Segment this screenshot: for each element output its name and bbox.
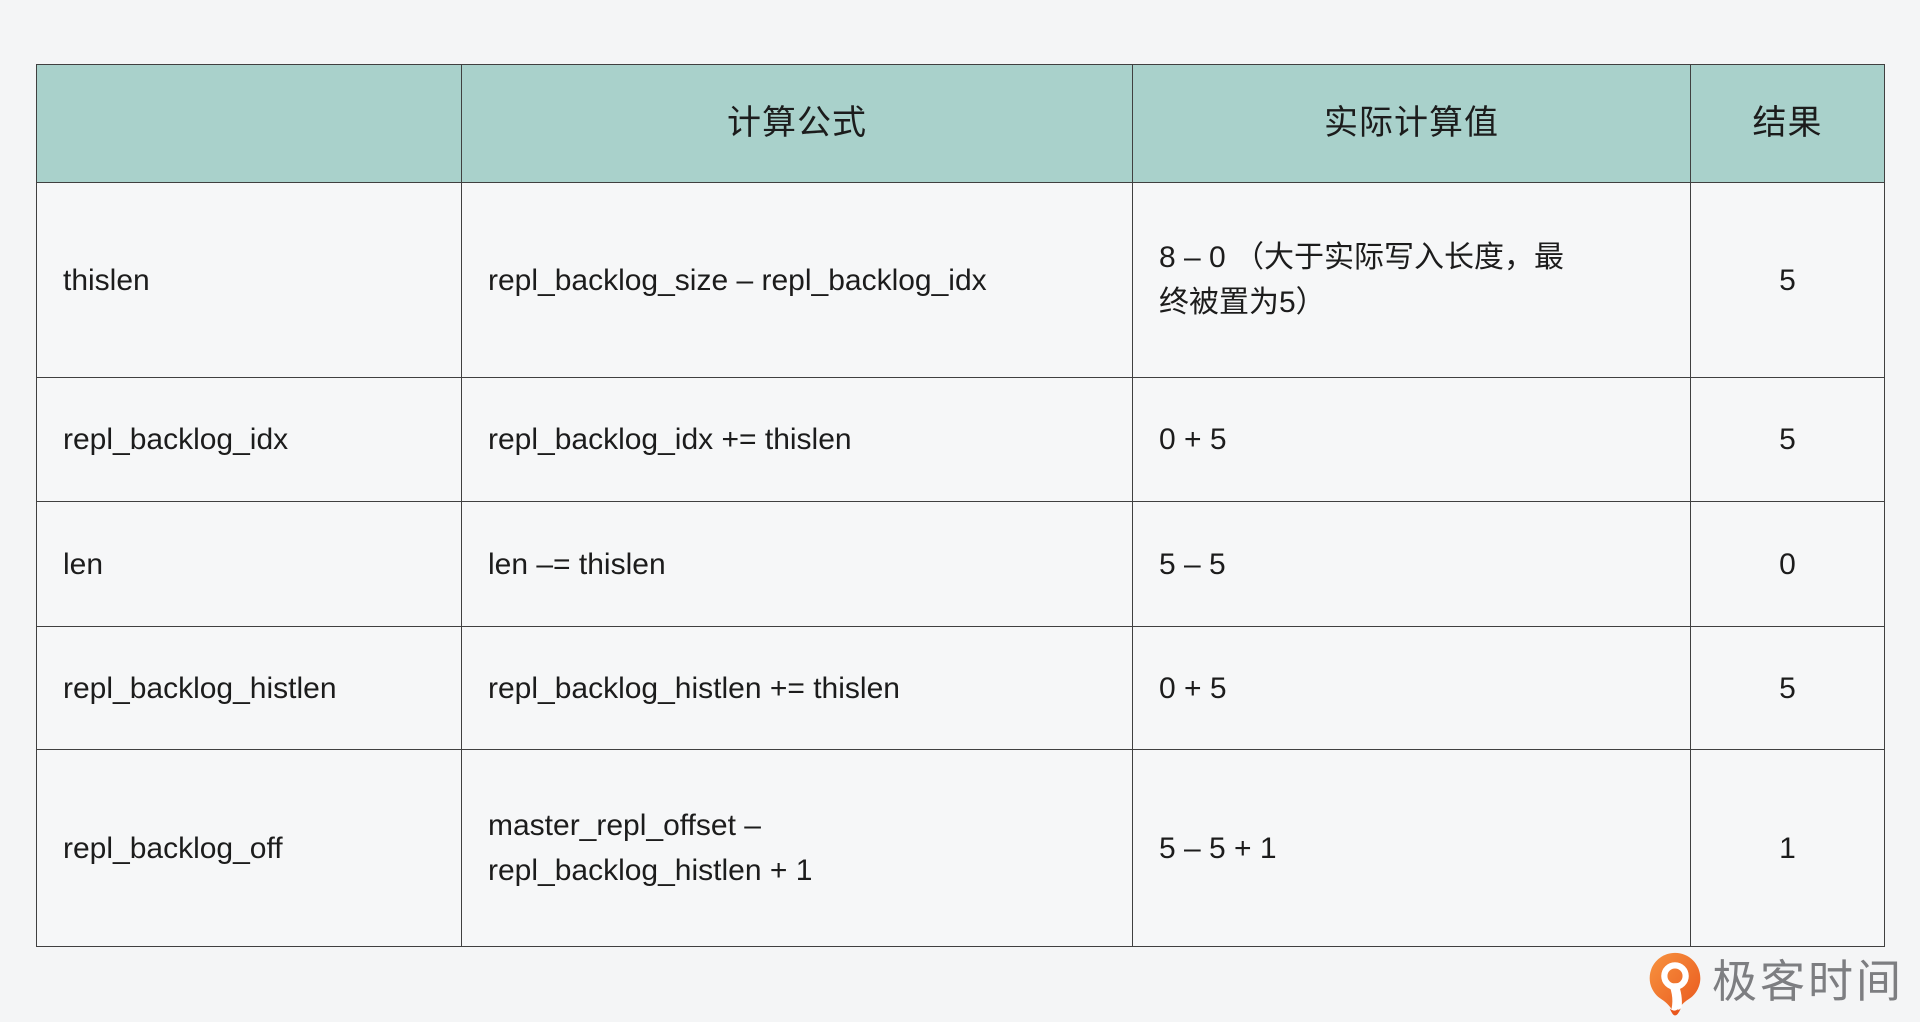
cell-calc: 8 – 0 （大于实际写入长度，最 终被置为5） bbox=[1132, 182, 1691, 378]
table-row: repl_backlog_idx repl_backlog_idx += thi… bbox=[36, 377, 1885, 502]
table-row: thislen repl_backlog_size – repl_backlog… bbox=[36, 182, 1885, 378]
cell-variable: thislen bbox=[36, 182, 462, 378]
cell-variable: len bbox=[36, 501, 462, 627]
table-row: repl_backlog_off master_repl_offset – re… bbox=[36, 749, 1885, 947]
geektime-logo-icon bbox=[1649, 952, 1701, 1016]
cell-formula: repl_backlog_size – repl_backlog_idx bbox=[461, 182, 1133, 378]
cell-calc: 0 + 5 bbox=[1132, 626, 1691, 750]
col-header-result: 结果 bbox=[1690, 64, 1885, 183]
table-header-row: 计算公式 实际计算值 结果 bbox=[36, 64, 1885, 183]
cell-variable: repl_backlog_idx bbox=[36, 377, 462, 502]
cell-result: 1 bbox=[1690, 749, 1885, 947]
cell-calc: 5 – 5 bbox=[1132, 501, 1691, 627]
cell-formula: repl_backlog_idx += thislen bbox=[461, 377, 1133, 502]
cell-result: 5 bbox=[1690, 626, 1885, 750]
geektime-logo-text: 极客时间 bbox=[1711, 955, 1904, 1007]
geektime-logo: 极客时间 bbox=[1648, 952, 1904, 1016]
cell-formula: len –= thislen bbox=[461, 501, 1133, 627]
cell-calc: 0 + 5 bbox=[1132, 377, 1691, 502]
col-header-calc: 实际计算值 bbox=[1132, 64, 1691, 183]
col-header-blank bbox=[36, 64, 462, 183]
calculation-table: 计算公式 实际计算值 结果 thislen repl_backlog_size … bbox=[36, 64, 1885, 947]
table-row: repl_backlog_histlen repl_backlog_histle… bbox=[36, 626, 1885, 750]
cell-result: 0 bbox=[1690, 501, 1885, 627]
cell-formula: repl_backlog_histlen += thislen bbox=[461, 626, 1133, 750]
cell-calc: 5 – 5 + 1 bbox=[1132, 749, 1691, 947]
cell-variable: repl_backlog_off bbox=[36, 749, 462, 947]
cell-formula: master_repl_offset – repl_backlog_histle… bbox=[461, 749, 1133, 947]
table-row: len len –= thislen 5 – 5 0 bbox=[36, 501, 1885, 627]
cell-result: 5 bbox=[1690, 377, 1885, 502]
cell-variable: repl_backlog_histlen bbox=[36, 626, 462, 750]
col-header-formula: 计算公式 bbox=[461, 64, 1133, 183]
cell-result: 5 bbox=[1690, 182, 1885, 378]
